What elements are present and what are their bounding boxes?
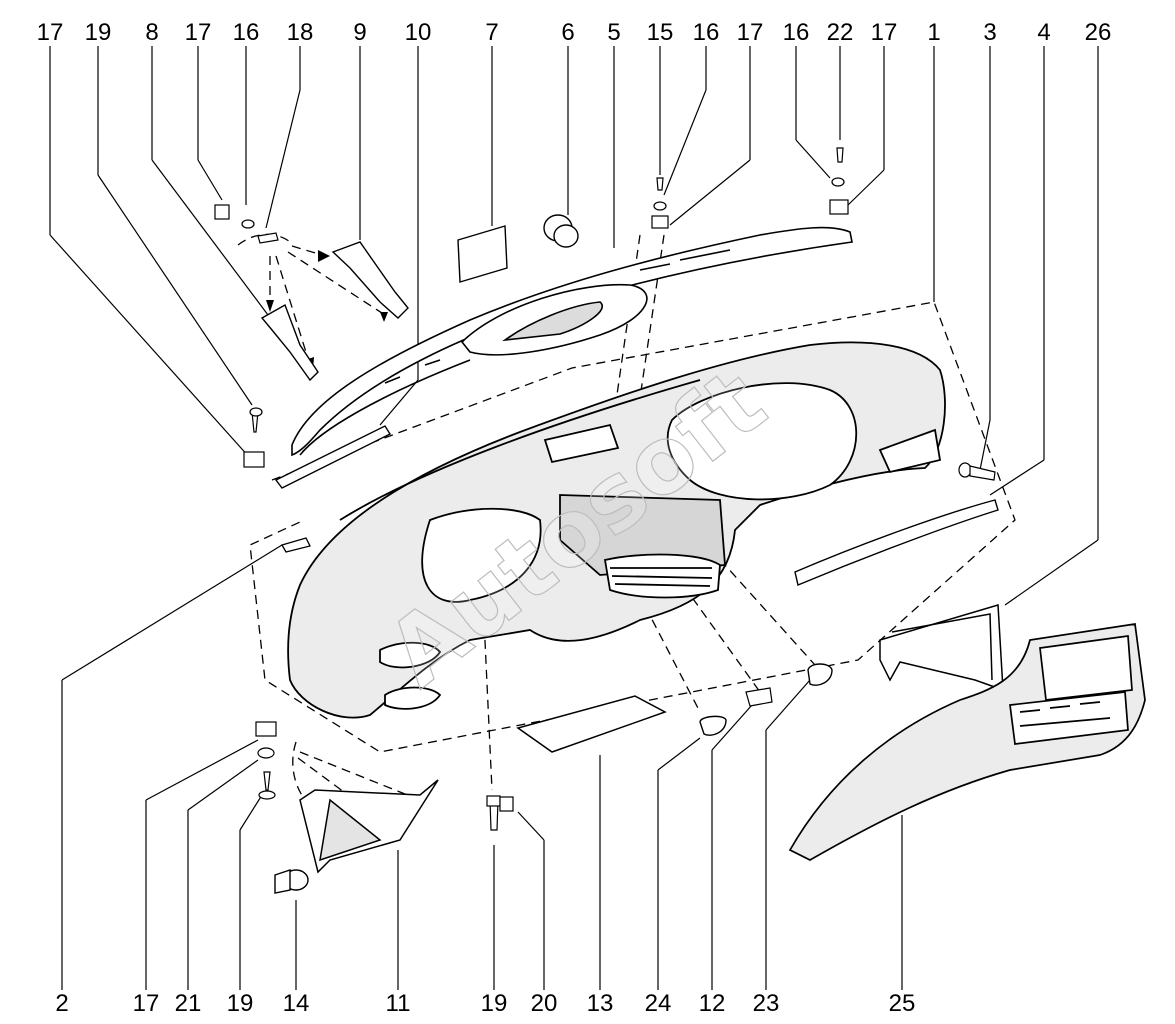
bracket-left — [260, 303, 319, 382]
callout-label: 21 — [175, 990, 202, 1017]
center-console-trim — [788, 623, 1146, 861]
callout-label: 20 — [531, 990, 558, 1017]
callout-label: 5 — [607, 19, 620, 46]
callout-label: 17 — [871, 19, 898, 46]
callout-label: 3 — [983, 19, 996, 46]
callout-label: 2 — [55, 990, 68, 1017]
callout-label: 16 — [693, 19, 720, 46]
bezel-bracket — [879, 604, 1004, 692]
upper-trim-panel — [291, 226, 853, 457]
lower-trim-strip — [274, 425, 392, 489]
callout-label: 6 — [561, 19, 574, 46]
callout-label: 17 — [185, 19, 212, 46]
callout-label: 22 — [827, 19, 854, 46]
callout-label: 16 — [233, 19, 260, 46]
fastener-set-top — [214, 147, 849, 468]
callout-label: 25 — [889, 990, 916, 1017]
callout-label: 18 — [287, 19, 314, 46]
callout-label: 17 — [133, 990, 160, 1017]
knob — [274, 869, 309, 894]
callout-labels-top: 17 19 8 17 16 18 9 10 7 6 5 15 16 17 16 … — [37, 19, 1112, 46]
callout-label: 24 — [645, 990, 672, 1017]
callout-label: 19 — [227, 990, 254, 1017]
callout-label: 17 — [737, 19, 764, 46]
callout-label: 14 — [283, 990, 310, 1017]
label-plate — [281, 537, 311, 553]
callout-label: 11 — [386, 990, 411, 1017]
callout-label: 13 — [587, 990, 614, 1017]
lower-bracket — [299, 779, 439, 874]
callout-label: 9 — [353, 19, 366, 46]
callout-label: 15 — [647, 19, 674, 46]
callout-label: 26 — [1085, 19, 1112, 46]
callout-label: 19 — [85, 19, 112, 46]
callout-label: 7 — [485, 19, 498, 46]
round-plug — [543, 214, 579, 248]
caps — [699, 663, 833, 736]
rectangular-plate — [457, 225, 508, 283]
callout-label: 19 — [481, 990, 508, 1017]
callout-label: 4 — [1037, 19, 1050, 46]
callout-label: 8 — [145, 19, 158, 46]
callout-label: 1 — [927, 19, 940, 46]
callout-label: 23 — [753, 990, 780, 1017]
main-dashboard-body — [287, 341, 946, 719]
callout-label: 16 — [783, 19, 810, 46]
leader-lines — [49, 46, 1099, 990]
screw — [958, 462, 996, 481]
cover-panel — [516, 695, 667, 753]
callout-label: 17 — [37, 19, 64, 46]
callout-labels-bottom: 2 17 21 19 14 11 19 20 13 24 12 23 25 — [55, 990, 915, 1017]
callout-label: 12 — [699, 990, 726, 1017]
fastener-set-bottom — [255, 687, 773, 831]
right-trim-strip — [794, 499, 999, 586]
bracket-right — [331, 241, 409, 319]
callout-label: 10 — [405, 19, 432, 46]
